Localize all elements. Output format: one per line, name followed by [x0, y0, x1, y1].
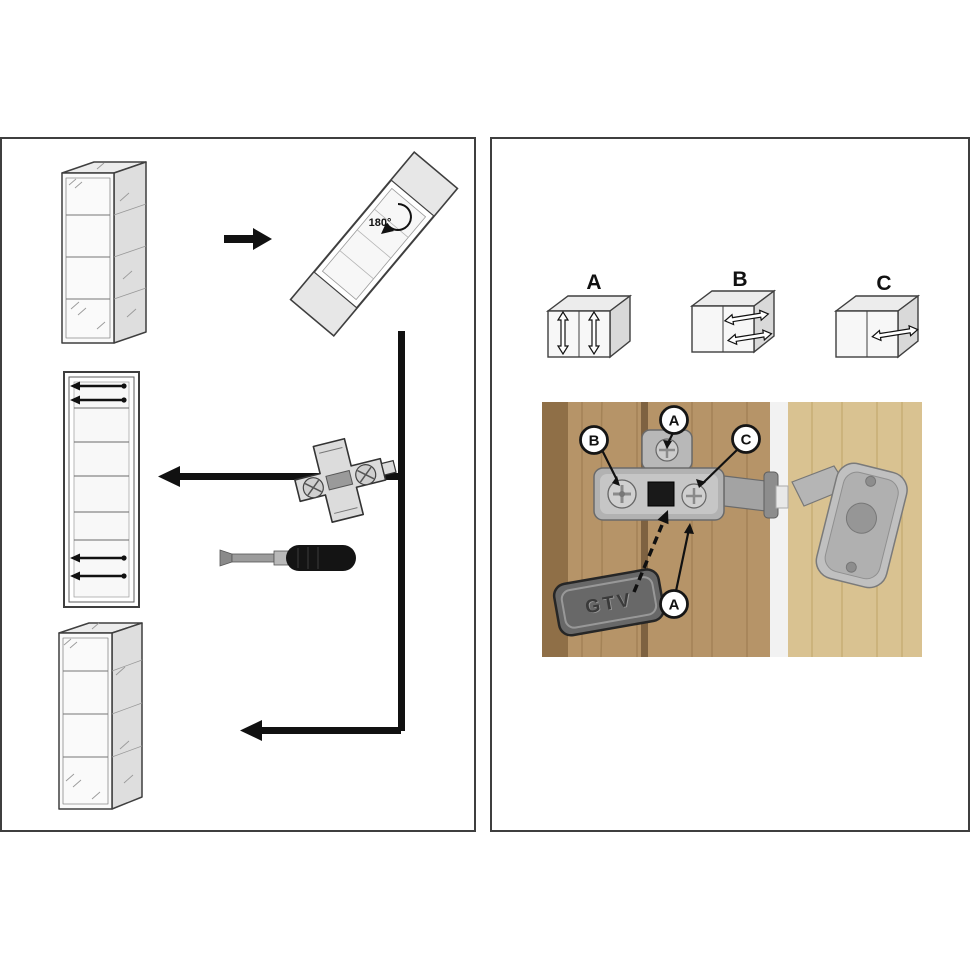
adjustment-box-b-icon	[689, 289, 777, 354]
photo-divider	[770, 402, 788, 657]
tall-cabinet-upright	[61, 161, 147, 344]
option-a-label: A	[586, 271, 601, 294]
hinge-cup-plate	[815, 462, 908, 589]
callout-arrowheads	[612, 440, 706, 534]
svg-text:A: A	[669, 597, 680, 614]
hinge-photo: GTV GTV	[542, 401, 922, 658]
hinge-position-arrows	[70, 381, 127, 581]
cabinet-front-hinge-positions	[63, 371, 140, 608]
rotation-arc-arrowhead	[381, 223, 394, 234]
left-panel-diagram: 180°	[58, 151, 459, 810]
right-panel-diagram: A B C	[542, 268, 922, 658]
arrow-right-icon	[224, 228, 272, 250]
rotation-arc-icon	[385, 203, 412, 231]
option-b-label: B	[732, 268, 747, 291]
flow-line-vertical	[398, 331, 405, 731]
option-c-label: C	[876, 272, 891, 295]
plate-slot	[647, 481, 675, 507]
svg-text:C: C	[741, 432, 752, 449]
tall-cabinet-final	[58, 622, 143, 810]
screwdriver-icon	[219, 545, 356, 571]
adjustment-box-a-icon	[545, 294, 633, 359]
hinge-damper	[775, 485, 789, 509]
callout-b: B	[579, 425, 609, 455]
callout-c: C	[731, 424, 761, 454]
callout-a-top: A	[659, 405, 689, 435]
svg-text:A: A	[669, 413, 680, 430]
hinge-mounting-plate	[593, 429, 725, 521]
callout-a-bottom: A	[659, 589, 689, 619]
dashed-arrow-cap-to-plate	[632, 510, 669, 593]
rotation-annotation: 180°	[369, 203, 412, 234]
adjustment-box-c-icon	[833, 294, 921, 359]
flow-arrow-bottom	[240, 720, 401, 741]
mounting-plate-illustration	[294, 437, 397, 523]
cabinet-rotated-180	[289, 151, 459, 337]
svg-text:B: B	[589, 433, 600, 450]
right-panel-hinge-adjustment: A B C	[490, 137, 970, 832]
left-panel-cabinet-rotation-steps: 180°	[0, 137, 476, 832]
flow-arrow-mid	[158, 466, 401, 487]
